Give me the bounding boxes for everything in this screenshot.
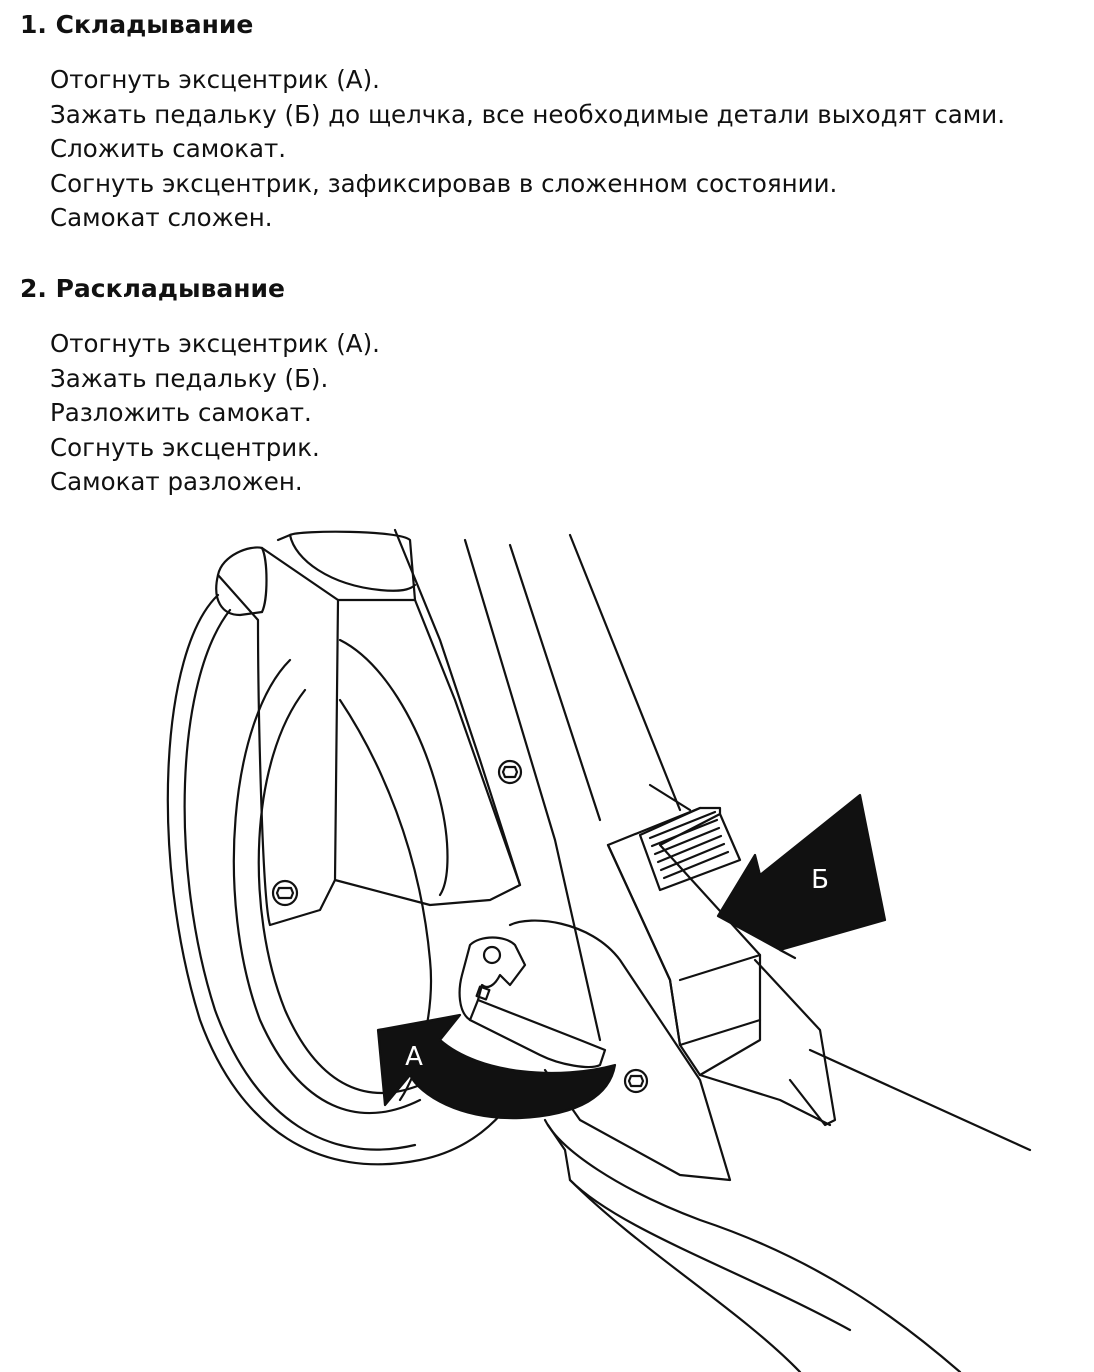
folding-step: Отогнуть эксцентрик (А).: [50, 65, 380, 94]
unfolding-steps: Отогнуть эксцентрик (А). Зажать педальку…: [50, 327, 380, 500]
hinge-plate-drawing: [508, 919, 962, 1372]
unfolding-step: Зажать педальку (Б).: [50, 363, 329, 393]
unfolding-step: Разложить самокат.: [50, 398, 312, 427]
folding-step: Сложить самокат.: [50, 134, 287, 163]
folding-step: Зажать педальку (Б) до щелчка, все необх…: [50, 99, 1005, 129]
deck-drawing: [808, 1048, 1032, 1152]
eccentric-lever-drawing: [458, 936, 607, 1069]
unfolding-heading: 2. Раскладывание: [20, 274, 285, 303]
folding-heading: 1. Складывание: [20, 10, 254, 39]
arrow-b-label: Б: [811, 865, 829, 895]
folding-step: Согнуть эксцентрик, зафиксировав в сложе…: [50, 168, 838, 198]
arrow-a-icon: [376, 1013, 617, 1120]
folding-steps: Отогнуть эксцентрик (А). Зажать педальку…: [50, 63, 1005, 236]
arrow-a-label: А: [405, 1042, 423, 1072]
unfolding-step: Самокат разложен.: [50, 467, 303, 496]
unfolding-step: Отогнуть эксцентрик (А).: [50, 329, 380, 358]
scooter-folding-illustration: А Б: [150, 525, 1050, 1372]
unfolding-step: Согнуть эксцентрик.: [50, 432, 320, 462]
arrow-b-icon: [716, 793, 887, 960]
fork-drawing: [215, 530, 523, 927]
folding-pedal-drawing: [606, 806, 837, 1127]
folding-step: Самокат сложен.: [50, 203, 273, 232]
stem-drawing: [393, 528, 692, 1042]
